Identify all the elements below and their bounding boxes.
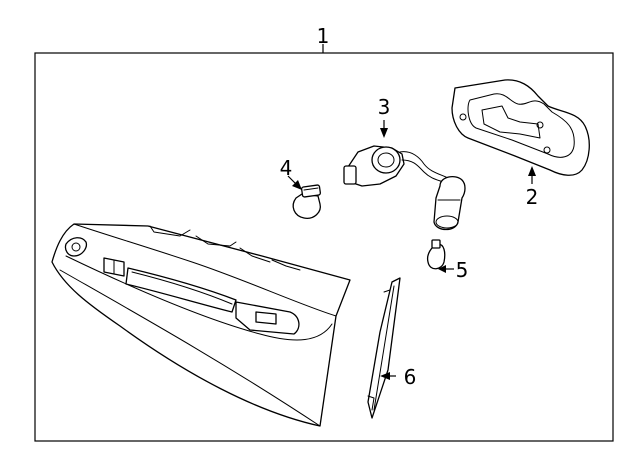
bulb-5 bbox=[426, 239, 446, 270]
callout-2-arrow bbox=[528, 166, 536, 176]
lamp-housing bbox=[51, 223, 351, 427]
callout-4-leader bbox=[287, 175, 297, 185]
mounting-gasket bbox=[451, 79, 590, 176]
assembly-frame bbox=[34, 52, 614, 442]
callout-2: 2 bbox=[526, 185, 539, 209]
bulb-4 bbox=[292, 184, 321, 219]
callout-6-arrow bbox=[380, 372, 390, 380]
callout-4-arrow bbox=[292, 180, 302, 190]
bulb-socket-harness bbox=[343, 145, 466, 231]
callout-1: 1 bbox=[317, 24, 330, 48]
callout-3-arrow bbox=[380, 128, 388, 138]
trim-panel bbox=[367, 277, 401, 419]
callout-5-arrow bbox=[438, 265, 446, 273]
callout-3: 3 bbox=[378, 95, 391, 119]
callout-5: 5 bbox=[456, 258, 469, 282]
callout-4: 4 bbox=[280, 156, 293, 180]
callout-6: 6 bbox=[404, 365, 417, 389]
